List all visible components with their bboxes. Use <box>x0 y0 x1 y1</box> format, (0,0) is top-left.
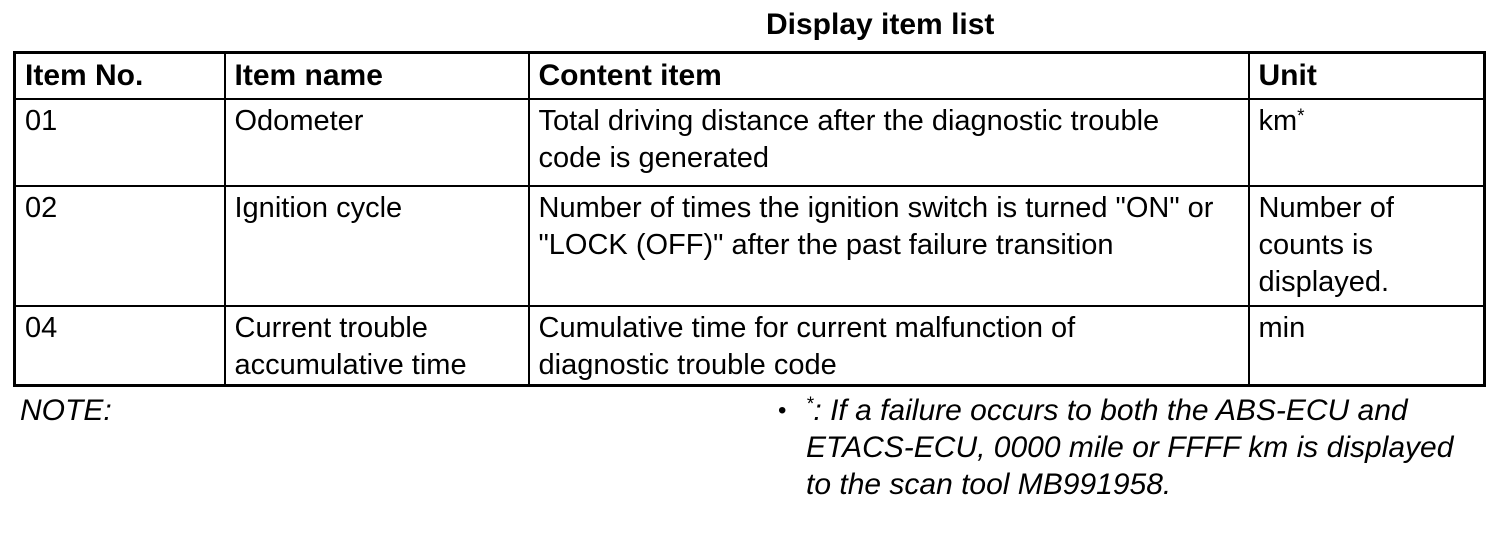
unit-cell: km* <box>1247 97 1486 187</box>
column-header-content-item: Content item <box>527 51 1250 100</box>
table-row-01: 01 Odometer Total driving distance after… <box>13 97 1486 187</box>
table-header-row: Item No. Item name Content item Unit <box>13 51 1486 100</box>
content-line: "LOCK (OFF)" after the past failure tran… <box>538 228 1114 261</box>
item-no-cell: 02 <box>13 184 226 307</box>
content-line: diagnostic trouble code <box>538 348 837 381</box>
unit-cell: Number of counts is displayed. <box>1247 184 1486 307</box>
content-line: Cumulative time for current malfunction … <box>538 311 1076 344</box>
item-name-cell: Current trouble accumulative time <box>223 304 530 387</box>
unit-value: km <box>1258 104 1298 137</box>
item-no-cell: 04 <box>13 304 226 387</box>
table-row-04: 04 Current trouble accumulative time Cum… <box>13 304 1486 387</box>
footnote-line: to the scan tool MB991958. <box>806 468 1172 501</box>
column-header-unit: Unit <box>1247 51 1486 100</box>
table-row-02: 02 Ignition cycle Number of times the ig… <box>13 184 1486 307</box>
footnote-line: *: If a failure occurs to both the ABS-E… <box>806 392 1453 429</box>
footnote-line: ETACS-ECU, 0000 mile or FFFF km is displ… <box>806 431 1454 464</box>
note-label: NOTE: <box>20 394 112 427</box>
content-cell: Number of times the ignition switch is t… <box>527 184 1250 307</box>
bullet-icon: • <box>778 397 787 424</box>
content-line: code is generated <box>538 141 770 174</box>
page-title: Display item list <box>766 8 995 41</box>
unit-cell: min <box>1247 304 1486 387</box>
column-header-item-no: Item No. <box>13 51 226 100</box>
item-no-cell: 01 <box>13 97 226 187</box>
item-name-cell: Odometer <box>223 97 530 187</box>
asterisk-superscript: * <box>806 394 814 415</box>
column-header-item-name: Item name <box>223 51 530 100</box>
footnote-text: *: If a failure occurs to both the ABS-E… <box>806 392 1453 503</box>
content-line: Total driving distance after the diagnos… <box>538 104 1160 137</box>
item-name-cell: Ignition cycle <box>223 184 530 307</box>
content-line: Number of times the ignition switch is t… <box>538 191 1214 224</box>
content-cell: Total driving distance after the diagnos… <box>527 97 1250 187</box>
footnote-item: • *: If a failure occurs to both the ABS… <box>778 392 1453 503</box>
footnote-line-text: : If a failure occurs to both the ABS-EC… <box>813 394 1408 427</box>
asterisk-superscript: * <box>1297 105 1305 127</box>
display-item-list-table: Item No. Item name Content item Unit 01 … <box>13 51 1486 387</box>
content-cell: Cumulative time for current malfunction … <box>527 304 1250 387</box>
